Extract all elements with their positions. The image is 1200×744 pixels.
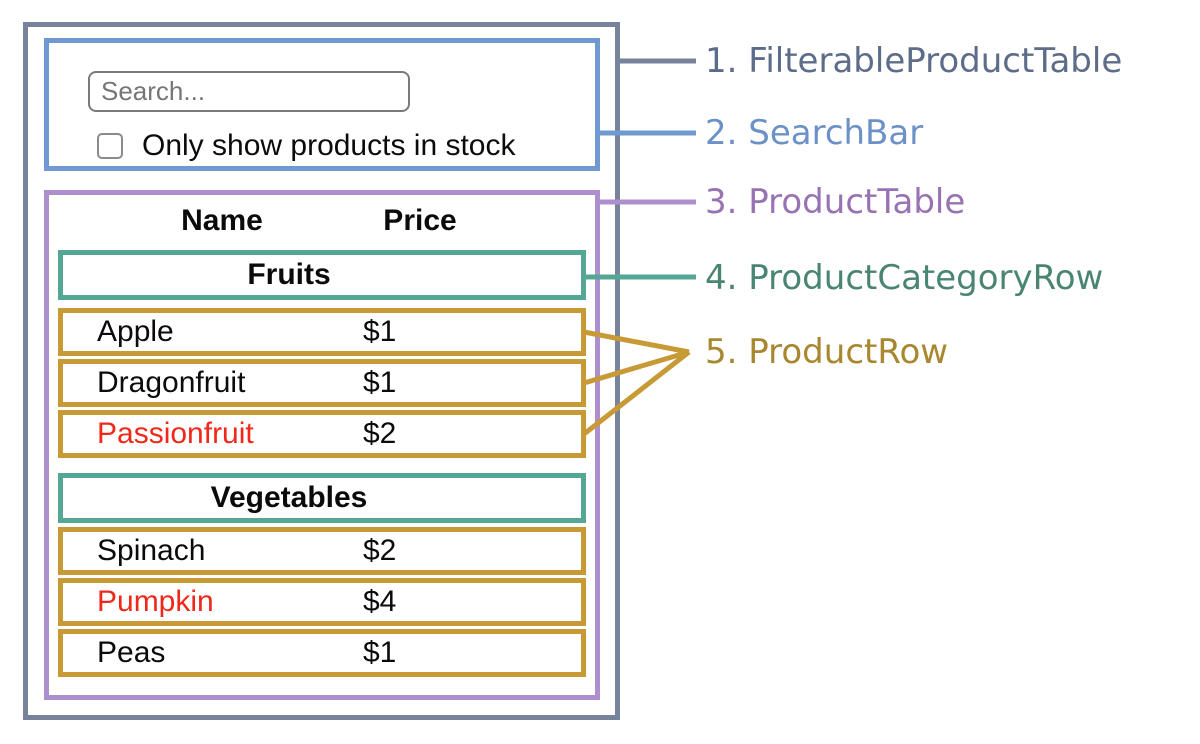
product-price: $1 [363,315,397,348]
category-label: Vegetables [210,481,368,514]
column-header-name: Name [181,204,263,237]
legend-label-search-bar: 2. SearchBar [705,113,924,153]
product-price: $1 [363,636,397,669]
product-row-pumpkin: Pumpkin $4 [58,578,586,626]
product-table-box [44,190,600,700]
product-price: $2 [363,417,397,450]
product-name: Pumpkin [97,585,214,618]
search-input[interactable] [88,71,410,112]
category-row-fruits: Fruits [58,250,586,300]
product-name: Passionfruit [97,417,254,450]
legend-label-product-row: 5. ProductRow [705,332,949,372]
product-name: Apple [97,315,174,348]
legend-label-product-table: 3. ProductTable [705,182,966,222]
in-stock-checkbox-label: Only show products in stock [142,129,516,162]
product-name: Spinach [97,534,206,567]
product-row-passionfruit: Passionfruit $2 [58,410,586,458]
in-stock-checkbox[interactable] [97,133,123,159]
product-row-spinach: Spinach $2 [58,527,586,575]
product-row-dragonfruit: Dragonfruit $1 [58,359,586,407]
product-name: Peas [97,636,166,669]
search-bar-box [44,38,600,171]
in-stock-filter: Only show products in stock [97,131,516,161]
legend-label-product-category-row: 4. ProductCategoryRow [705,258,1104,298]
category-row-vegetables: Vegetables [58,473,586,523]
column-header-price: Price [383,204,457,237]
product-name: Dragonfruit [97,366,246,399]
product-row-apple: Apple $1 [58,308,586,356]
product-price: $4 [363,585,397,618]
legend-label-filterable-product-table: 1. FilterableProductTable [705,41,1123,81]
product-row-peas: Peas $1 [58,629,586,677]
category-label: Fruits [247,258,331,291]
product-price: $2 [363,534,397,567]
product-price: $1 [363,366,397,399]
